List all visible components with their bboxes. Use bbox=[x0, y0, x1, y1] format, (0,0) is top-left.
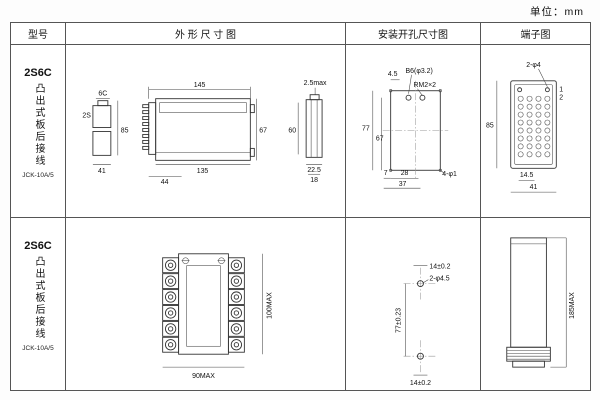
hole-spec-2phi45: 2-φ4.5 bbox=[429, 276, 449, 283]
header-install: 安装开孔尺寸图 bbox=[346, 23, 481, 45]
dim-label-6c: 6C bbox=[98, 91, 107, 98]
dim-label-60: 60 bbox=[288, 127, 296, 134]
model-desc: 凸出式板后接线 bbox=[33, 83, 44, 167]
model-subcode: JCK-10A/5 bbox=[22, 172, 54, 179]
dim-label-28: 28 bbox=[401, 170, 409, 177]
dim-label-67b: 67 bbox=[376, 135, 384, 142]
dim-label-41: 41 bbox=[98, 168, 106, 175]
dim-label-100max: 100MAX bbox=[266, 292, 273, 319]
dim-label-14bot: 14±0.2 bbox=[410, 380, 431, 387]
dim-label-145b: 14.5 bbox=[520, 172, 534, 179]
dim-label-41b: 41 bbox=[530, 184, 538, 191]
dim-label-225: 22.5 bbox=[307, 167, 321, 174]
screw-spec-rm: RM2×2 bbox=[413, 82, 436, 89]
hole-spec-b6: B6(φ3.2) bbox=[406, 68, 433, 75]
dim-label-77tol: 77±0.23 bbox=[396, 308, 403, 333]
terminal-drawing-cell-row2: 185MAX bbox=[481, 218, 591, 391]
outline-drawing-row1: 6C 2S 85 41 bbox=[82, 80, 327, 186]
dim-label-18: 18 bbox=[310, 177, 318, 184]
dim-label-25max: 2.5max bbox=[304, 80, 327, 87]
dim-label-14top: 14±0.2 bbox=[429, 264, 450, 271]
dim-label-145: 145 bbox=[194, 82, 206, 89]
model-subcode: JCK-10A/5 bbox=[22, 345, 54, 352]
header-outline: 外 形 尺 寸 图 bbox=[66, 23, 346, 45]
model-desc: 凸出式板后接线 bbox=[33, 256, 44, 340]
terminal-number-2: 2 bbox=[559, 95, 563, 102]
unit-label: 单位：mm bbox=[530, 6, 584, 18]
hole-spec-2phi4: 2-φ4 bbox=[526, 62, 541, 69]
dim-label-37: 37 bbox=[399, 181, 407, 188]
terminal-drawing-row1: 2-φ4 1 2 85 14.5 41 bbox=[486, 62, 563, 193]
outline-drawing-row2: 100MAX 90MAX bbox=[162, 253, 273, 380]
screw-column-right bbox=[227, 257, 245, 353]
screw-column-left bbox=[162, 257, 180, 353]
terminal-contact-grid bbox=[517, 95, 551, 158]
install-drawing-cell-row2: 14±0.2 2-φ4.5 77±0.23 14±0.2 bbox=[346, 218, 481, 391]
dim-label-185max: 185MAX bbox=[569, 292, 576, 319]
model-code: 2S6C bbox=[24, 67, 52, 79]
install-drawing-row2: 14±0.2 2-φ4.5 77±0.23 14±0.2 bbox=[396, 264, 451, 387]
model-cell-row2: 2S6C 凸出式板后接线 JCK-10A/5 bbox=[11, 218, 66, 391]
install-drawing-cell-row1: 4.5 B6(φ3.2) RM2×2 77 67 7 28 37 4-φ1 bbox=[346, 45, 481, 218]
dim-label-44: 44 bbox=[161, 179, 169, 186]
model-cell-row1: 2S6C 凸出式板后接线 JCK-10A/5 bbox=[11, 45, 66, 218]
terminal-drawing-cell-row1: 2-φ4 1 2 85 14.5 41 bbox=[481, 45, 591, 218]
dim-label-85b: 85 bbox=[486, 123, 494, 130]
dim-label-77: 77 bbox=[362, 125, 370, 132]
dim-label-7: 7 bbox=[384, 170, 388, 177]
model-code: 2S6C bbox=[24, 240, 52, 252]
header-model: 型号 bbox=[11, 23, 66, 45]
install-drawing-row1: 4.5 B6(φ3.2) RM2×2 77 67 7 28 37 4-φ1 bbox=[362, 68, 457, 189]
dim-label-90max: 90MAX bbox=[192, 373, 215, 380]
outline-drawing-cell-row2: 100MAX 90MAX bbox=[66, 218, 346, 391]
dim-label-85: 85 bbox=[121, 127, 129, 134]
terminal-number-1: 1 bbox=[559, 87, 563, 94]
dim-label-45: 4.5 bbox=[388, 71, 398, 78]
dim-label-67: 67 bbox=[259, 127, 267, 134]
front-view-small: 6C 2S 85 41 bbox=[82, 91, 128, 176]
outline-drawing-cell-row1: 6C 2S 85 41 bbox=[66, 45, 346, 218]
terminal-drawing-row2: 185MAX bbox=[506, 237, 576, 368]
side-view: 145 135 44 67 bbox=[142, 82, 267, 186]
dim-label-135: 135 bbox=[197, 168, 209, 175]
header-terminal: 端子图 bbox=[481, 23, 591, 45]
dim-label-4phi1: 4-φ1 bbox=[442, 171, 457, 178]
dim-label-2s: 2S bbox=[82, 113, 91, 120]
spec-table: 型号 外 形 尺 寸 图 安装开孔尺寸图 端子图 2S6C 凸出式板后接线 JC… bbox=[10, 22, 591, 391]
rear-view: 2.5max 60 22.5 18 bbox=[288, 80, 327, 184]
